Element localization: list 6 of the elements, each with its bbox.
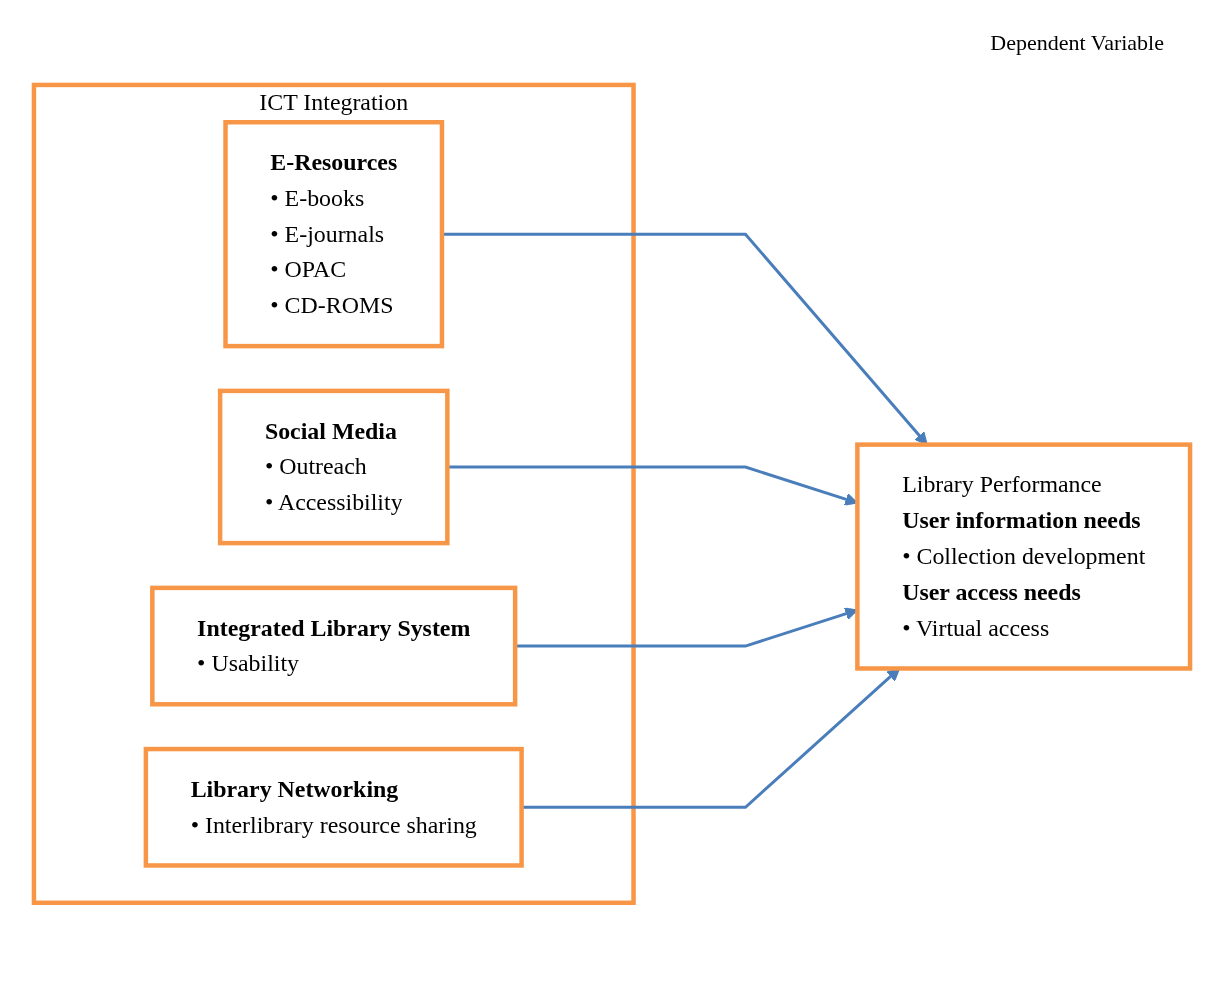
node-box: Library Networking • Interlibrary resource sharing xyxy=(143,746,524,868)
node-box: Library Performance User information needs • Collection development User access needs • Virtual access xyxy=(855,442,1193,671)
node-box: Integrated Library System • Usability xyxy=(150,585,518,707)
node-box: Social Media • Outreach • Accessibility xyxy=(217,388,450,546)
variable-caption: Dependent Variable xyxy=(990,30,1164,56)
node-box: E-Resources • E-books • E-journals • OPAC • CD-ROMS xyxy=(223,120,445,349)
